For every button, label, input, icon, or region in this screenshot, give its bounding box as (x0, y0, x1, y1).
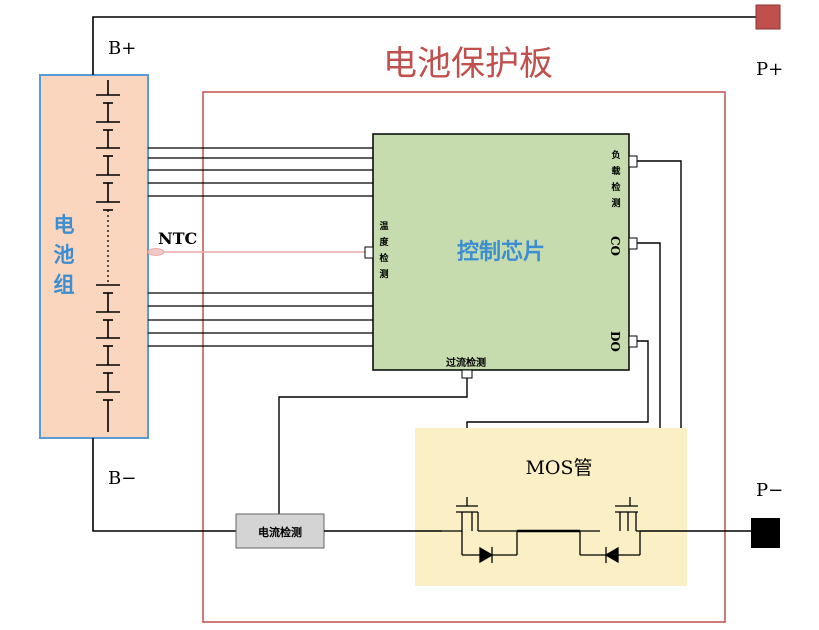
battery-label-char: 电 (54, 213, 75, 237)
battery-label-char: 池 (54, 243, 75, 267)
do-pin-label: DO (608, 331, 622, 352)
overcurrent-wire (278, 378, 468, 514)
p-minus-terminal (751, 518, 780, 548)
b-minus-label: B− (108, 468, 136, 489)
b-minus-wire (92, 438, 236, 532)
b-plus-wire (92, 16, 756, 75)
temp-detect-char: 温 (379, 220, 388, 232)
overcurrent-detect-label: 过流检测 (446, 356, 486, 369)
temp-detect-pin (364, 246, 374, 259)
battery-cells (96, 80, 120, 432)
current-detect-label: 电流检测 (258, 525, 302, 539)
mos-label: MOS管 (525, 457, 592, 479)
mos-box (415, 428, 687, 586)
b-plus-label: B+ (108, 38, 136, 59)
p-minus-label: P− (756, 480, 783, 501)
temp-detect-char: 检 (379, 252, 388, 264)
board-title: 电池保护板 (383, 44, 553, 84)
temp-detect-char: 度 (379, 236, 389, 248)
mosfet-charge (579, 497, 641, 564)
overcurrent-detect-pin (461, 369, 473, 379)
temp-detect-char: 测 (379, 268, 388, 280)
load-detect-char: 测 (611, 197, 620, 209)
ntc-label: NTC (158, 229, 197, 248)
co-pin-label: CO (608, 236, 622, 256)
control-chip-title: 控制芯片 (457, 239, 545, 265)
ntc-sensor (147, 248, 165, 256)
do-pin (628, 335, 638, 348)
load-detect-pin (628, 155, 638, 168)
p-plus-terminal (755, 4, 781, 30)
load-detect-char: 载 (611, 165, 620, 177)
mosfet-discharge (442, 497, 518, 564)
p-plus-label: P+ (756, 59, 783, 80)
protection-board-frame (202, 91, 726, 623)
co-pin (628, 237, 638, 250)
battery-pack-label: 电 池 组 (54, 213, 75, 297)
load-detect-label: 负 载 检 测 (611, 149, 620, 209)
battery-pack (39, 74, 149, 439)
load-detect-char: 检 (611, 181, 620, 193)
temp-detect-label: 温 度 检 测 (379, 220, 389, 280)
load-detect-char: 负 (611, 149, 620, 161)
cell-sense-lines (148, 147, 373, 347)
control-chip (372, 133, 630, 371)
battery-label-char: 组 (54, 273, 75, 297)
